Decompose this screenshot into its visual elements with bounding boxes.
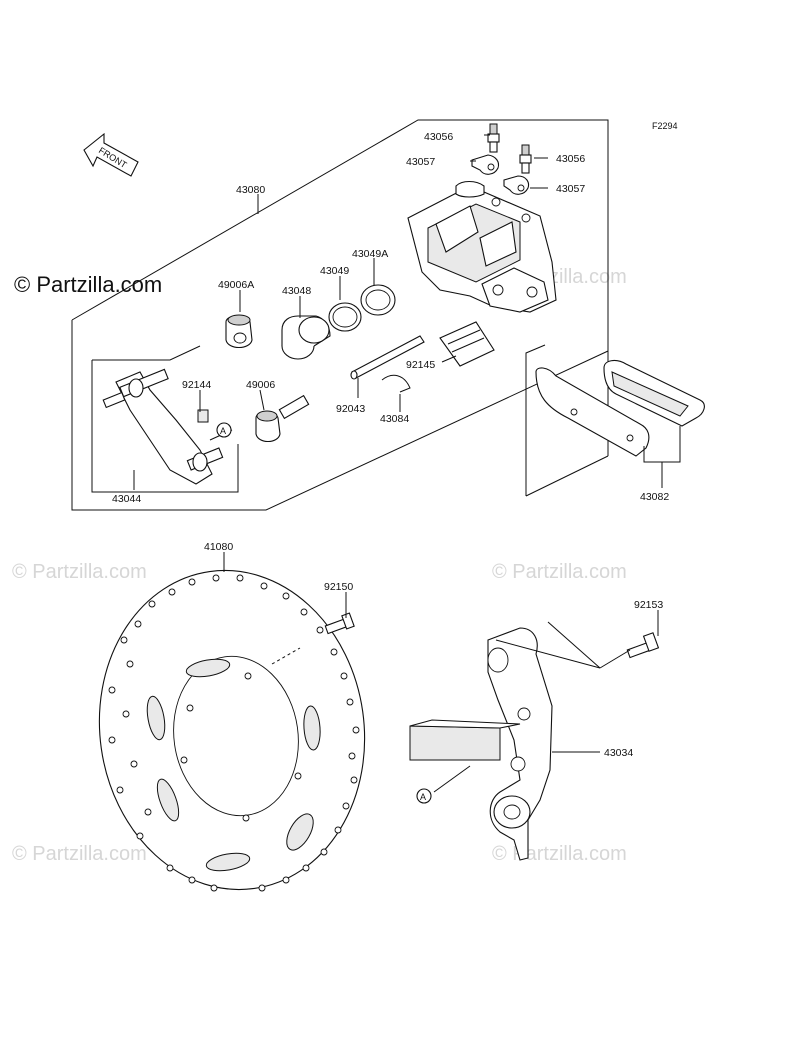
svg-text:A: A	[220, 426, 226, 436]
callout-92150: 92150	[324, 581, 353, 593]
boot-49006	[255, 394, 310, 443]
caliper-body	[407, 180, 557, 313]
callout-49006a: 49006A	[218, 279, 254, 291]
callout-49006: 49006	[246, 379, 275, 391]
watermark: © Partzilla.com	[492, 843, 627, 865]
callout-43057: 43057	[406, 156, 435, 168]
pad-pin	[350, 335, 425, 380]
bracket-bolt	[626, 632, 660, 659]
ref-marker-a: A	[416, 788, 432, 804]
watermark: © Partzilla.com	[492, 561, 627, 583]
callout-43049: 43049	[320, 265, 349, 277]
bleeder-cap-a	[471, 154, 500, 175]
callout-43080: 43080	[236, 184, 265, 196]
dust-seal	[360, 284, 396, 316]
watermark: © Partzilla.com	[12, 843, 147, 865]
disc-bolt	[324, 612, 355, 635]
callout-43034: 43034	[604, 747, 633, 759]
bleeder-valve-a	[487, 123, 500, 153]
callout-92043: 92043	[336, 403, 365, 415]
callout-43056: 43056	[424, 131, 453, 143]
diagram-code: F2294	[652, 121, 678, 131]
piston-seal	[328, 302, 362, 332]
caliper-bracket	[409, 627, 553, 861]
callout-43082: 43082	[640, 491, 669, 503]
boot-49006a	[225, 314, 253, 349]
callout-41080: 41080	[204, 541, 233, 553]
callout-92153: 92153	[634, 599, 663, 611]
leader-lines	[133, 134, 663, 793]
callout-43056: 43056	[556, 153, 585, 165]
front-arrow-icon: FRONT	[83, 132, 139, 177]
pin-clip	[381, 374, 411, 393]
piston	[281, 315, 331, 360]
svg-text:A: A	[420, 792, 426, 802]
watermark: © Partzilla.com	[12, 561, 147, 583]
callout-43084: 43084	[380, 413, 409, 425]
brake-pads	[535, 359, 705, 463]
brake-disc	[98, 569, 366, 892]
callout-43049a: 43049A	[352, 248, 388, 260]
ref-marker-a: A	[216, 422, 232, 438]
callout-43057: 43057	[556, 183, 585, 195]
bleeder-cap-b	[503, 175, 530, 195]
callout-43048: 43048	[282, 285, 311, 297]
callout-43044: 43044	[112, 493, 141, 505]
callout-92145: 92145	[406, 359, 435, 371]
callout-92144: 92144	[182, 379, 211, 391]
watermark-main: © Partzilla.com	[14, 272, 162, 297]
bleeder-valve-b	[519, 144, 532, 174]
caliper-holder	[91, 345, 239, 493]
